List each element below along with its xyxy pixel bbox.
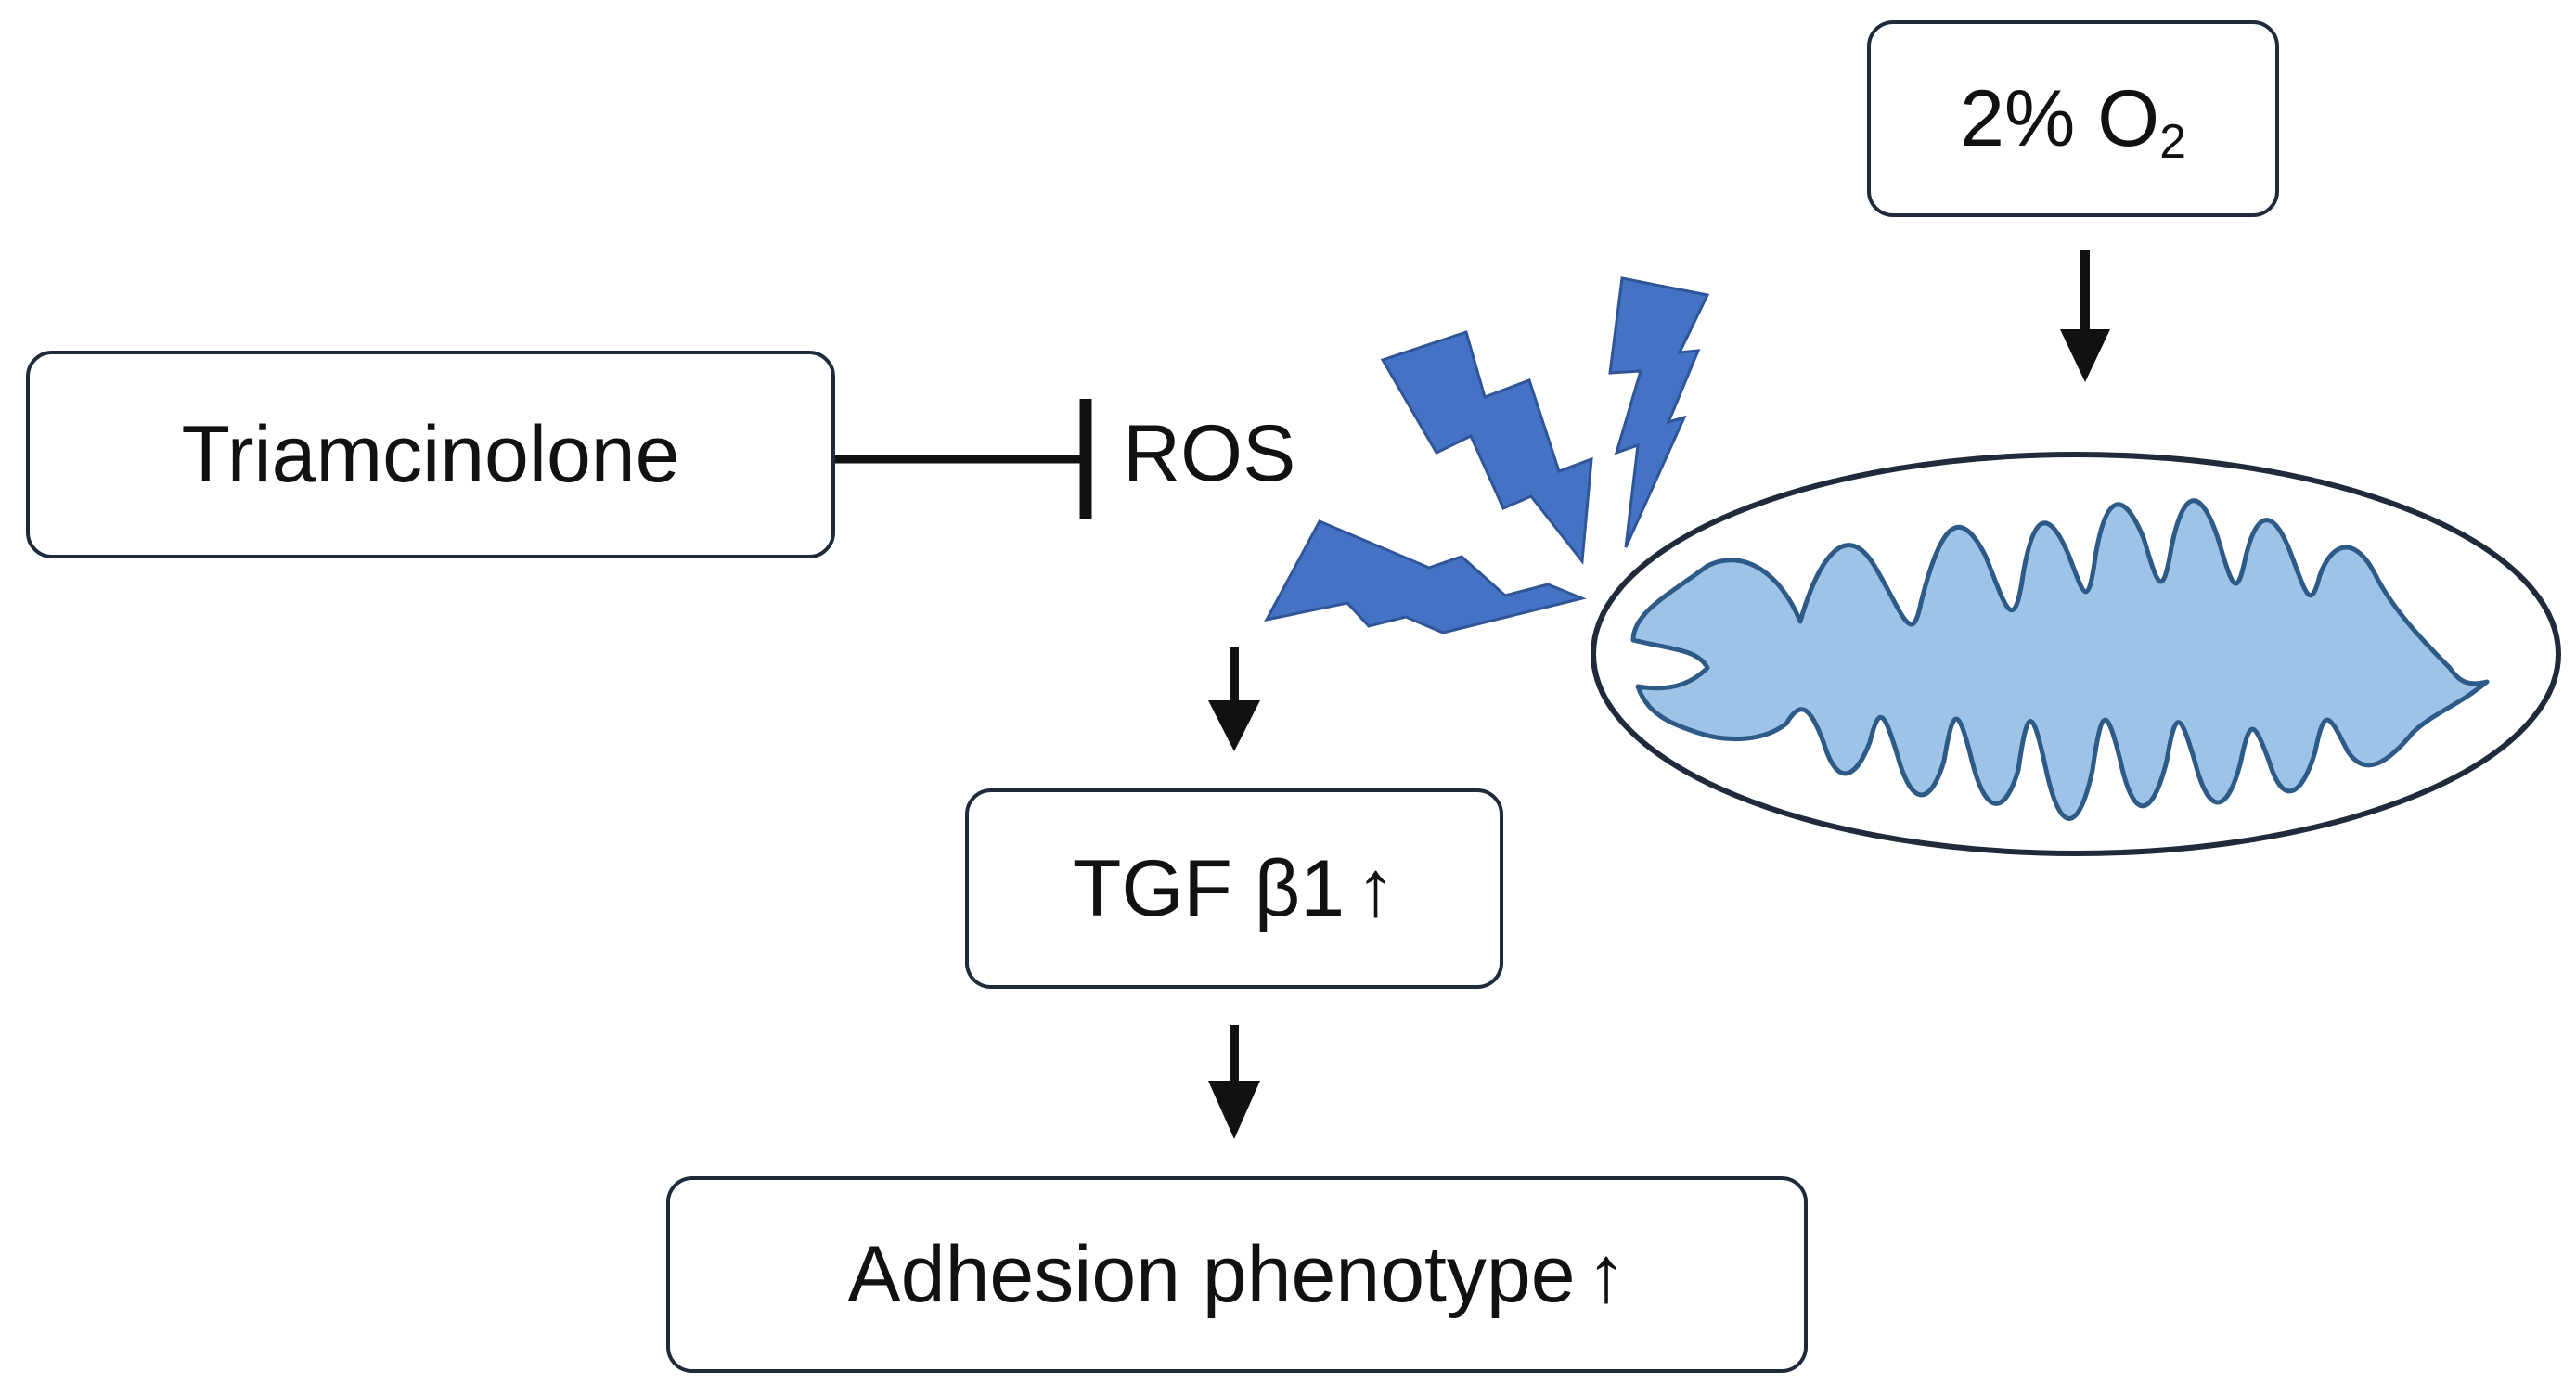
up-arrow-icon: ↑: [1586, 1229, 1627, 1319]
up-arrow-icon: ↑: [1356, 843, 1397, 933]
tgf-beta1-label: TGF β1: [1072, 843, 1346, 933]
triamcinolone-box: Triamcinolone: [26, 351, 835, 558]
oxygen-condition-box: 2% O2: [1867, 20, 2279, 217]
mitochondrion: [1591, 452, 2561, 856]
arrow-tgf-to-adhesion: [1208, 1025, 1260, 1139]
arrow-oxygen-to-mitochondrion: [2060, 250, 2110, 382]
triamcinolone-label: Triamcinolone: [181, 409, 680, 499]
lightning-bolt-top: [1608, 276, 1710, 548]
lightning-bolt-lower-left: [1264, 519, 1587, 634]
lightning-bolts: [1264, 276, 1710, 634]
arrow-ros-to-tgf: [1208, 647, 1260, 751]
mitochondrion-cristae: [1630, 498, 2490, 821]
tgf-beta1-box: TGF β1↑: [965, 788, 1503, 989]
lightning-bolt-upper-left: [1380, 330, 1593, 565]
adhesion-phenotype-label: Adhesion phenotype: [847, 1229, 1576, 1319]
oxygen-subscript: 2: [2159, 113, 2186, 168]
adhesion-phenotype-box: Adhesion phenotype↑: [666, 1176, 1808, 1373]
ros-label: ROS: [1123, 409, 1296, 498]
oxygen-label: 2% O2: [1960, 73, 2186, 168]
